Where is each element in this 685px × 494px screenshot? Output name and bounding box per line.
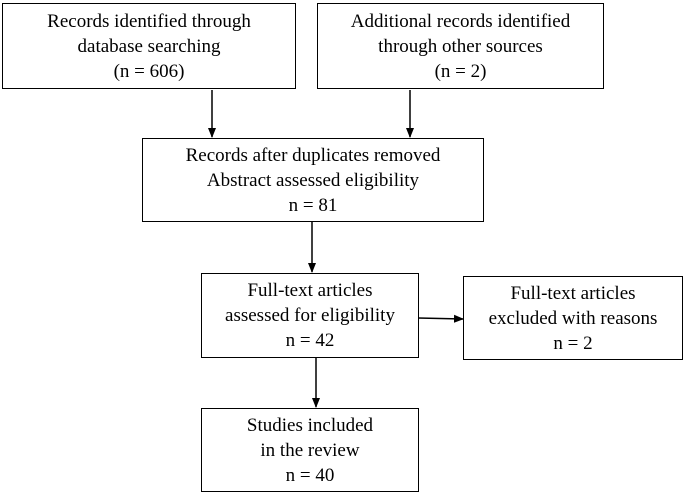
box-full-text-excluded: Full-text articles excluded with reasons… <box>463 276 683 360</box>
studies-included-line-2: in the review <box>260 439 360 461</box>
full-text-assessed-line-3: n = 42 <box>285 330 335 351</box>
box-studies-included: Studies included in the review n = 40 <box>201 408 419 492</box>
full-text-excluded-text: Full-text articles excluded with reasons… <box>489 281 658 356</box>
box-full-text-assessed: Full-text articles assessed for eligibil… <box>201 273 419 358</box>
other-sources-line-3: (n = 2) <box>434 60 487 82</box>
arrow-full-text-to-excluded <box>417 314 464 323</box>
database-search-line-1: Records identified through <box>47 10 251 32</box>
studies-included-line-3: n = 40 <box>285 464 335 486</box>
studies-included-text: Studies included in the review n = 40 <box>247 413 373 488</box>
after-duplicates-line-1: Records after duplicates removed <box>185 144 441 166</box>
other-sources-line-2: through other sources <box>378 35 543 57</box>
full-text-assessed-text: Full-text articles assessed for eligibil… <box>225 278 395 353</box>
database-search-line-2: database searching <box>77 35 221 57</box>
other-sources-text: Additional records identified through ot… <box>351 9 571 84</box>
full-text-assessed-line-1: Full-text articles <box>247 280 373 301</box>
after-duplicates-line-2: Abstract assessed eligibility <box>206 169 420 191</box>
full-text-excluded-line-1: Full-text articles <box>510 282 636 304</box>
after-duplicates-text: Records after duplicates removed Abstrac… <box>186 143 441 218</box>
box-other-sources: Additional records identified through ot… <box>317 3 604 89</box>
studies-included-line-1: Studies included <box>246 414 374 436</box>
other-sources-line-1: Additional records identified <box>350 10 571 32</box>
full-text-excluded-line-3: n = 2 <box>553 332 593 354</box>
box-after-duplicates: Records after duplicates removed Abstrac… <box>142 138 484 222</box>
database-search-text: Records identified through database sear… <box>47 9 251 84</box>
full-text-excluded-line-2: excluded with reasons <box>488 307 658 329</box>
box-database-search: Records identified through database sear… <box>2 3 296 89</box>
after-duplicates-line-3: n = 81 <box>288 194 338 216</box>
full-text-assessed-line-2: assessed for eligibility <box>225 305 395 326</box>
database-search-line-3: (n = 606) <box>113 60 185 82</box>
